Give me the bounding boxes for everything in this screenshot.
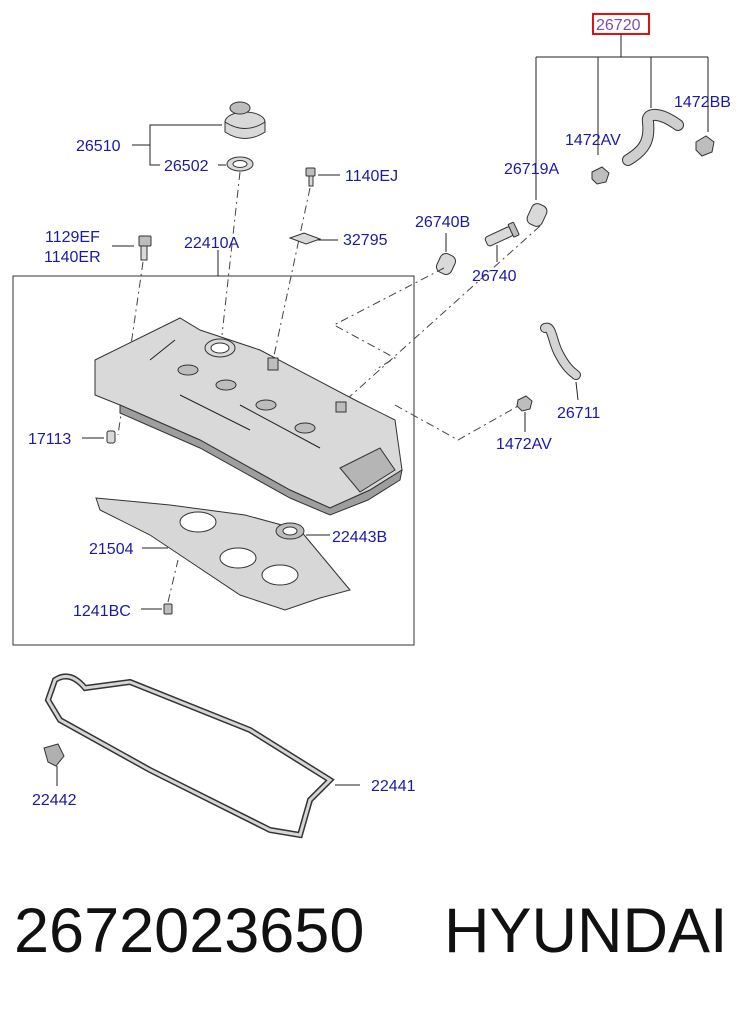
label-17113: 17113 <box>28 431 71 448</box>
label-1140ej: 1140EJ <box>345 168 398 185</box>
label-26740b: 26740B <box>415 214 470 231</box>
label-1472av-bottom: 1472AV <box>496 436 552 453</box>
assembly-frame <box>12 275 415 646</box>
label-26719a: 26719A <box>504 161 559 178</box>
seal-22443b <box>275 522 330 540</box>
pin-17113 <box>106 430 116 444</box>
part-number: 2672023650 <box>14 896 365 966</box>
plug-22442 <box>43 743 65 786</box>
hose-26711 <box>516 322 581 432</box>
label-32795: 32795 <box>343 232 388 249</box>
gasket-22441 <box>44 673 360 839</box>
label-22442: 22442 <box>32 792 77 809</box>
brand-name: HYUNDAI <box>444 896 728 966</box>
label-26502: 26502 <box>164 158 209 175</box>
label-26720: 26720 <box>596 17 641 34</box>
hose-26719a <box>526 203 548 227</box>
bracket-32795 <box>288 232 338 245</box>
bolt-1241bc <box>141 559 179 615</box>
label-1140er: 1140ER <box>44 249 101 266</box>
label-26510: 26510 <box>76 138 121 155</box>
label-1129ef: 1129EF <box>45 229 100 246</box>
label-22441: 22441 <box>371 778 416 795</box>
grommet-26740b <box>435 253 457 275</box>
label-22410a: 22410A <box>184 235 239 252</box>
gasket-21504 <box>95 497 351 611</box>
pcv-valve <box>484 221 520 247</box>
hose-clip-left <box>591 166 610 185</box>
exploded-parts-diagram: 26720 1472BB 1472AV 26719A 26740B 26740 … <box>12 13 731 839</box>
oil-filler-cap-group <box>132 101 266 336</box>
label-21504: 21504 <box>89 541 134 558</box>
clip-1472av <box>516 395 533 412</box>
label-22443b: 22443B <box>332 529 387 546</box>
pcv-hose-group <box>435 13 715 275</box>
label-1241bc: 1241BC <box>73 603 131 620</box>
hose-clip-right <box>695 135 715 157</box>
bolt-1140ej <box>271 167 340 366</box>
product-caption: 2672023650 HYUNDAI <box>14 895 744 975</box>
label-1472av-top: 1472AV <box>565 132 621 149</box>
label-26711: 26711 <box>557 405 600 422</box>
label-1472bb: 1472BB <box>674 94 731 111</box>
label-26740: 26740 <box>472 268 517 285</box>
valve-cover <box>94 317 403 516</box>
